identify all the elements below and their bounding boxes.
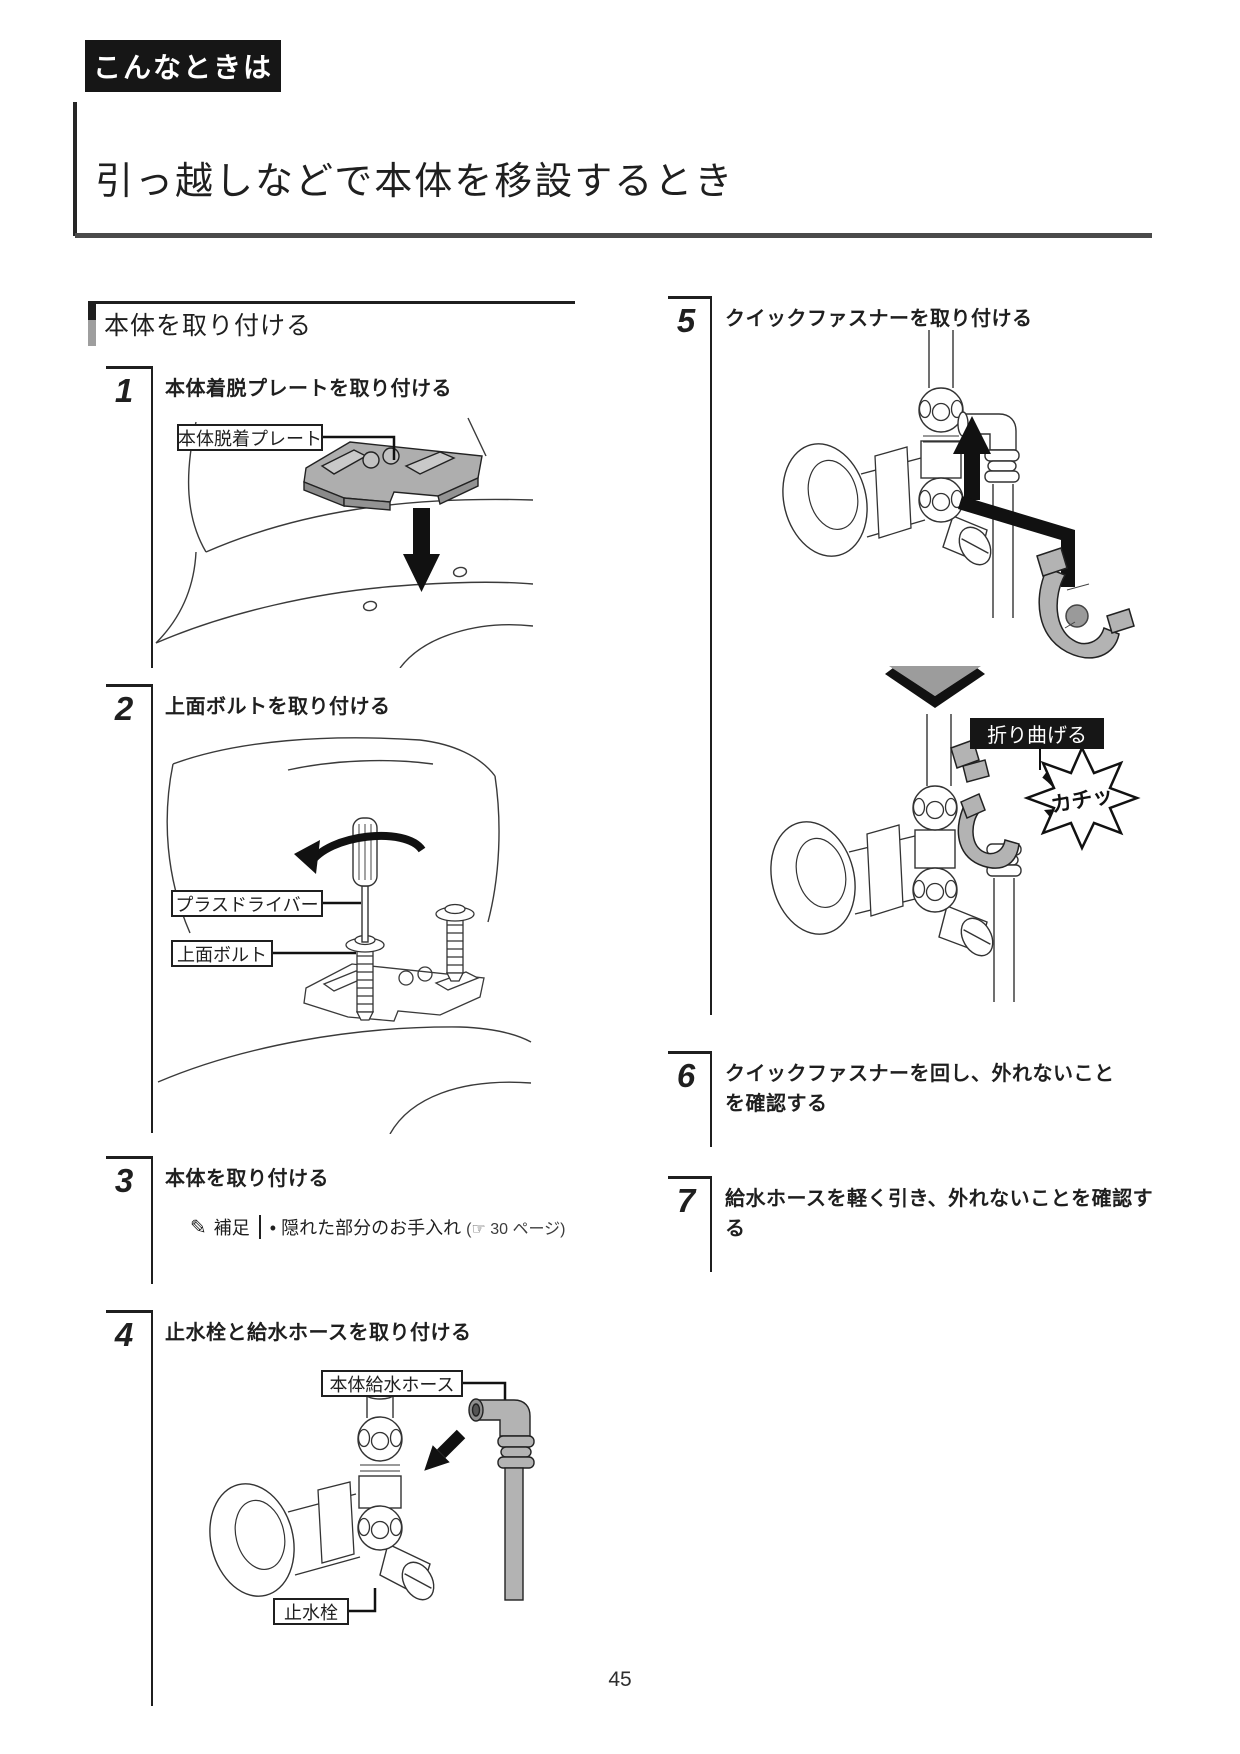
step1-title: 本体着脱プレートを取り付ける — [165, 378, 452, 400]
top-bolt-right — [435, 903, 475, 982]
wall-flange — [770, 434, 926, 566]
step3-note: ✎ 補足 • 隠れた部分のお手入れ (☞ 30 ページ) — [190, 1214, 565, 1240]
step3-rule — [106, 1156, 153, 1159]
note-label: 補足 — [213, 1218, 250, 1238]
step6-number: 6 — [676, 1057, 696, 1094]
shutoff-valve — [357, 1390, 441, 1607]
step4-title: 止水栓と給水ホースを取り付ける — [165, 1322, 472, 1344]
step5-title: クイックファスナーを取り付ける — [725, 308, 1033, 330]
step4-vline — [151, 1310, 153, 1706]
valve-callout-leader — [349, 1588, 377, 1613]
step4-number: 4 — [114, 1316, 134, 1353]
step5-illustration-after: カチッ — [758, 714, 1141, 1002]
note-text: • 隠れた部分のお手入れ — [269, 1218, 462, 1238]
page-title: 引っ越しなどで本体を移設するとき — [95, 161, 735, 203]
step4-rule — [106, 1310, 153, 1313]
step7-vline — [710, 1176, 712, 1272]
section-heading: 本体を取り付ける — [104, 312, 313, 340]
quick-fastener-clip — [1036, 547, 1135, 659]
pencil-icon: ✎ — [190, 1216, 207, 1239]
step6-rule — [668, 1051, 712, 1054]
elbow-fitting — [468, 1398, 535, 1601]
section-marker-gray — [88, 320, 96, 346]
step2-illustration — [157, 737, 532, 1134]
title-left-bar — [73, 102, 77, 236]
plate-callout-leader — [323, 435, 396, 460]
quick-fastener-clip — [950, 739, 1020, 869]
step3-title: 本体を取り付ける — [165, 1168, 329, 1190]
step1-number: 1 — [114, 372, 134, 409]
step5-illustration-before — [770, 330, 1135, 659]
title-underline — [75, 233, 1152, 238]
step7-title: 給水ホースを軽く引き、外れないことを確認する — [725, 1188, 1154, 1240]
step2-title: 上面ボルトを取り付ける — [165, 696, 391, 718]
rotation-arrow-icon — [294, 831, 426, 874]
step6-vline — [710, 1051, 712, 1147]
step5-vline — [710, 296, 712, 1015]
wall-flange — [758, 812, 920, 944]
step2-vline — [151, 684, 153, 1133]
hose-callout: 本体給水ホース — [321, 1370, 463, 1397]
note-divider — [258, 1215, 261, 1239]
step2-number: 2 — [114, 690, 134, 727]
step7-rule — [668, 1176, 712, 1179]
bolt-callout: 上面ボルト — [171, 940, 273, 967]
supply-valve — [912, 714, 1000, 963]
wall-flange — [197, 1474, 361, 1606]
driver-callout: プラスドライバー — [171, 890, 323, 917]
mounting-plate — [303, 441, 483, 511]
note-page-ref: (☞ 30 ページ) — [466, 1221, 566, 1238]
step4-illustration — [197, 1381, 535, 1613]
hose-callout-leader — [463, 1381, 507, 1402]
page-number: 45 — [608, 1668, 632, 1691]
step7-number: 7 — [676, 1182, 696, 1219]
toilet-outline — [157, 737, 532, 1134]
section-marker-black — [88, 304, 96, 320]
step6-title: クイックファスナーを回し、外れないことを確認する — [725, 1063, 1115, 1115]
top-bolt-left — [345, 934, 385, 1021]
attach-arrow-icon — [424, 1429, 466, 1471]
step1-rule — [106, 366, 153, 369]
step1-vline — [151, 366, 153, 668]
step1-illustration — [155, 417, 533, 668]
supply-valve — [918, 330, 998, 572]
section-badge: こんなときは — [85, 40, 281, 92]
step5-rule — [668, 296, 712, 299]
step5-number: 5 — [676, 302, 696, 339]
step3-vline — [151, 1156, 153, 1284]
click-starburst: カチッ — [1023, 745, 1141, 851]
step3-number: 3 — [114, 1162, 134, 1199]
plate-callout: 本体脱着プレート — [177, 424, 323, 451]
valve-callout: 止水栓 — [273, 1598, 349, 1625]
fold-callout: 折り曲げる — [970, 718, 1104, 749]
down-chevron-icon — [885, 666, 985, 708]
step2-rule — [106, 684, 153, 687]
section-top-rule — [88, 301, 575, 304]
down-arrow-icon — [403, 508, 440, 592]
